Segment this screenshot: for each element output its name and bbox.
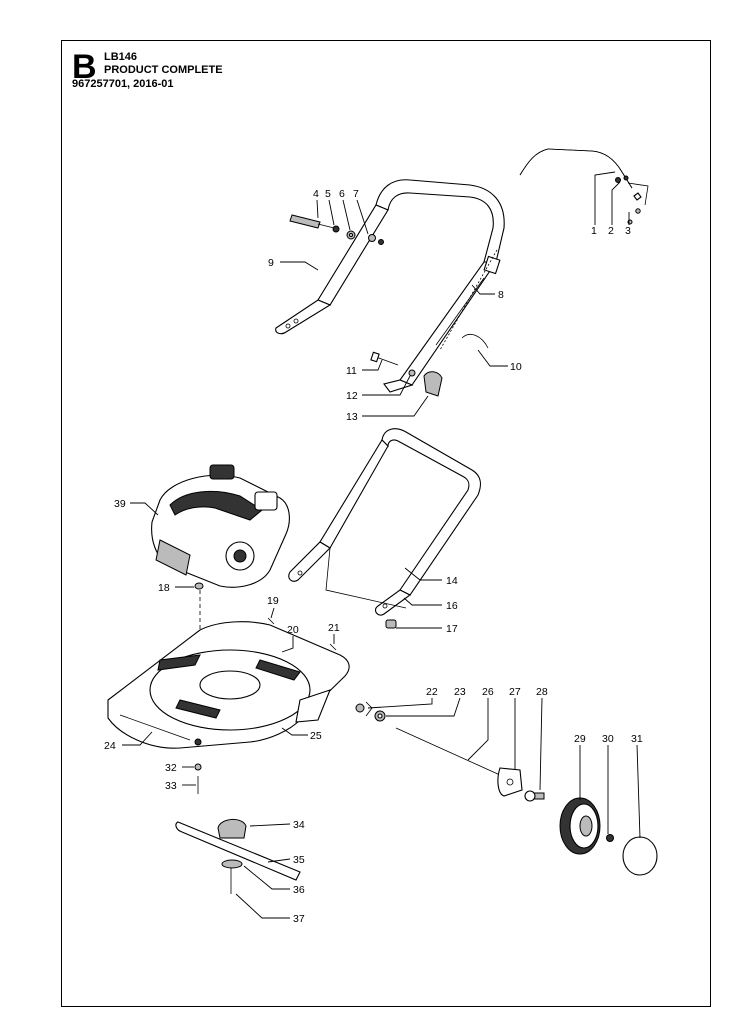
- part-bolt-19: [267, 617, 275, 625]
- page-frame: [61, 40, 711, 1007]
- callout-7: 7: [353, 188, 359, 200]
- part-washer-18: [194, 582, 204, 590]
- part-handle-hardware: [289, 214, 384, 245]
- callout-25: 25: [310, 730, 322, 742]
- callout-labels: 1 2 3 4 5 6 7 8 9 10 11 12 13 14 16 17 1…: [104, 188, 643, 925]
- callout-31: 31: [631, 733, 643, 745]
- part-wheel: [559, 797, 658, 876]
- callout-34: 34: [293, 819, 305, 831]
- callout-6: 6: [339, 188, 345, 200]
- callout-11: 11: [346, 365, 357, 377]
- callout-30: 30: [602, 733, 614, 745]
- part-handle-fasteners: [370, 351, 443, 397]
- callout-19: 19: [267, 595, 279, 607]
- callout-9: 9: [268, 257, 274, 269]
- model-name: LB146: [104, 51, 138, 63]
- diagram-title: PRODUCT COMPLETE: [104, 64, 223, 76]
- callout-22: 22: [426, 686, 438, 698]
- callout-14: 14: [446, 575, 458, 587]
- part-blade-assembly: [175, 819, 301, 894]
- callout-24: 24: [104, 740, 116, 752]
- callout-39: 39: [114, 498, 126, 510]
- callout-23: 23: [454, 686, 466, 698]
- part-bolt-21: [329, 643, 337, 651]
- part-engine: [151, 464, 290, 720]
- callout-37: 37: [293, 913, 305, 925]
- callout-3: 3: [625, 225, 631, 237]
- callout-5: 5: [325, 188, 331, 200]
- part-upper-handle: [275, 179, 505, 393]
- callout-10: 10: [510, 361, 522, 373]
- callout-27: 27: [509, 686, 521, 698]
- callout-29: 29: [574, 733, 586, 745]
- callout-16: 16: [446, 600, 458, 612]
- callout-20: 20: [287, 624, 299, 636]
- leader-lines: [122, 171, 641, 919]
- callout-28: 28: [536, 686, 548, 698]
- callout-4: 4: [313, 188, 319, 200]
- callout-18: 18: [158, 582, 170, 594]
- callout-8: 8: [498, 289, 504, 301]
- part-deck: [107, 621, 350, 749]
- part-cable-clip: [461, 334, 489, 349]
- document-reference: 967257701, 2016-01: [72, 78, 174, 90]
- callout-1: 1: [591, 225, 597, 237]
- callout-32: 32: [165, 762, 177, 774]
- section-letter: B: [72, 48, 97, 86]
- callout-2: 2: [608, 225, 614, 237]
- part-lower-handle: [288, 428, 482, 629]
- callout-26: 26: [482, 686, 494, 698]
- part-nut-32: [194, 763, 202, 771]
- callout-21: 21: [328, 622, 340, 634]
- callout-36: 36: [293, 884, 305, 896]
- callout-35: 35: [293, 854, 305, 866]
- callout-13: 13: [346, 411, 358, 423]
- callout-17: 17: [446, 623, 458, 635]
- part-axle-hardware: [355, 701, 545, 802]
- callout-33: 33: [165, 780, 177, 792]
- callout-12: 12: [346, 390, 358, 402]
